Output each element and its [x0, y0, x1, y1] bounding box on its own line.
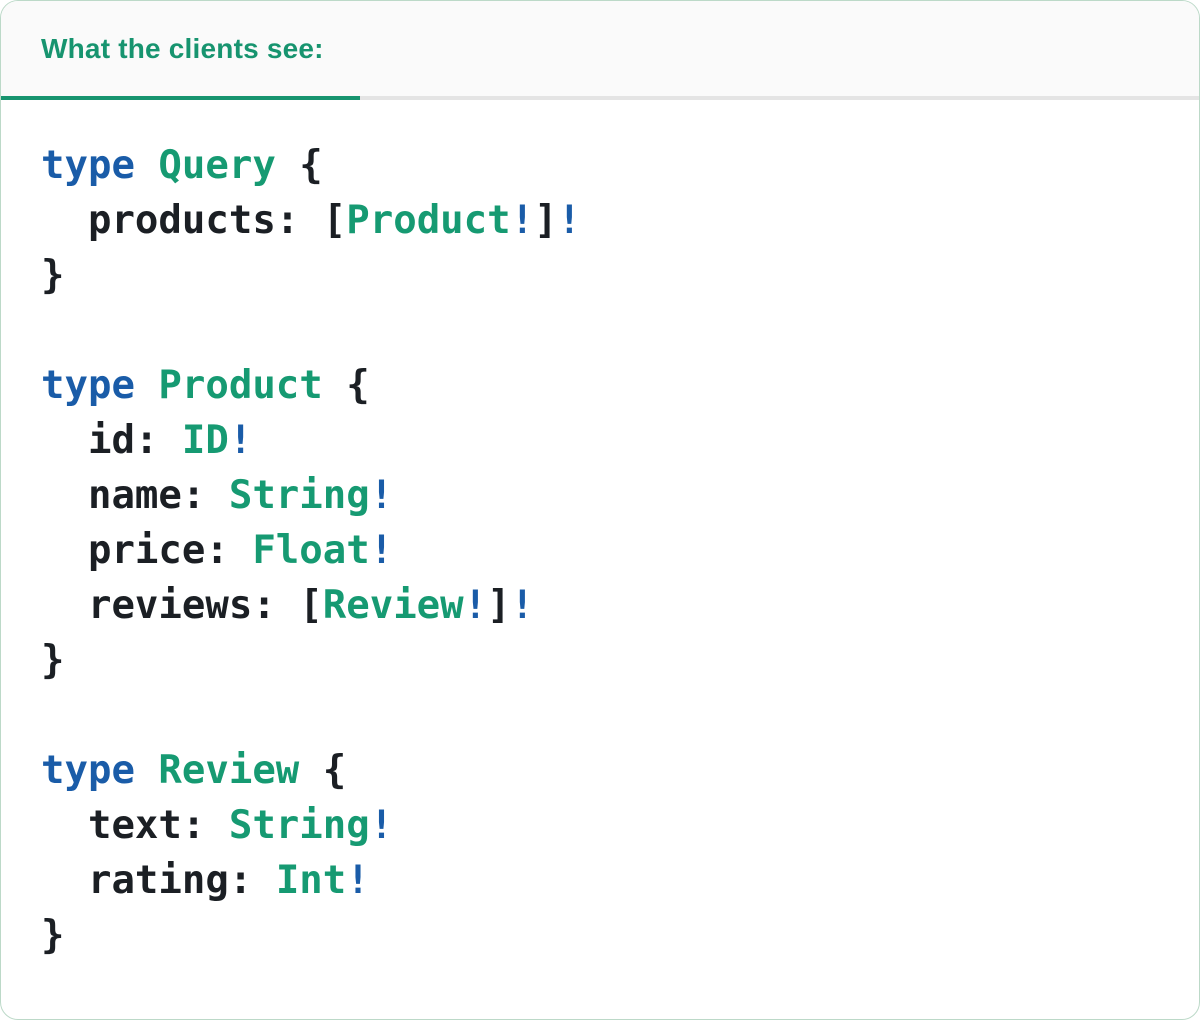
code-token: price: [41, 528, 253, 573]
code-token: ! [557, 198, 582, 243]
panel-header: What the clients see: [1, 1, 1199, 100]
code-token: Int [275, 858, 347, 903]
code-token: ! [369, 803, 394, 848]
code-token: ID [181, 418, 229, 463]
code-token: } [41, 253, 65, 298]
code-token: ! [510, 198, 535, 243]
code-token: Review [322, 583, 464, 628]
code-token: Review [158, 748, 300, 793]
code-token: String [228, 803, 370, 848]
code-token: type [41, 363, 135, 408]
code-token: String [228, 473, 370, 518]
code-token: ! [510, 583, 535, 628]
code-token: text: [41, 803, 229, 848]
code-token [135, 363, 158, 408]
code-line: } [41, 633, 1159, 688]
code-token: Product [158, 363, 323, 408]
code-token: ! [369, 473, 394, 518]
code-token [135, 143, 158, 188]
code-token: id: [41, 418, 182, 463]
code-token: type [41, 143, 135, 188]
code-line: } [41, 248, 1159, 303]
code-token: ] [487, 583, 511, 628]
code-token: { [322, 363, 370, 408]
code-token: products: [ [41, 198, 347, 243]
tab-label: What the clients see: [41, 32, 324, 64]
code-token: type [41, 748, 135, 793]
code-line: price: Float! [41, 523, 1159, 578]
code-token: rating: [41, 858, 276, 903]
code-line: type Product { [41, 358, 1159, 413]
code-line: text: String! [41, 798, 1159, 853]
code-token: ! [228, 418, 253, 463]
code-token: { [299, 748, 347, 793]
code-token: ! [463, 583, 488, 628]
code-line: type Query { [41, 138, 1159, 193]
code-token: } [41, 638, 65, 683]
code-token: } [41, 913, 65, 958]
code-line [41, 688, 1159, 743]
code-token: Float [252, 528, 370, 573]
code-line: type Review { [41, 743, 1159, 798]
code-token: reviews: [ [41, 583, 323, 628]
code-line: products: [Product!]! [41, 193, 1159, 248]
code-block: type Query { products: [Product!]!} type… [1, 100, 1199, 963]
code-token: Product [346, 198, 511, 243]
code-token: Query [158, 143, 276, 188]
code-token: ] [534, 198, 558, 243]
code-line: name: String! [41, 468, 1159, 523]
code-line [41, 303, 1159, 358]
code-token [135, 748, 158, 793]
code-line: rating: Int! [41, 853, 1159, 908]
code-token: ! [346, 858, 370, 903]
code-line: id: ID! [41, 413, 1159, 468]
code-token: { [275, 143, 323, 188]
code-line: reviews: [Review!]! [41, 578, 1159, 633]
code-line: } [41, 908, 1159, 963]
code-token: name: [41, 473, 229, 518]
code-token: ! [369, 528, 394, 573]
tab-what-clients-see[interactable]: What the clients see: [1, 1, 360, 100]
